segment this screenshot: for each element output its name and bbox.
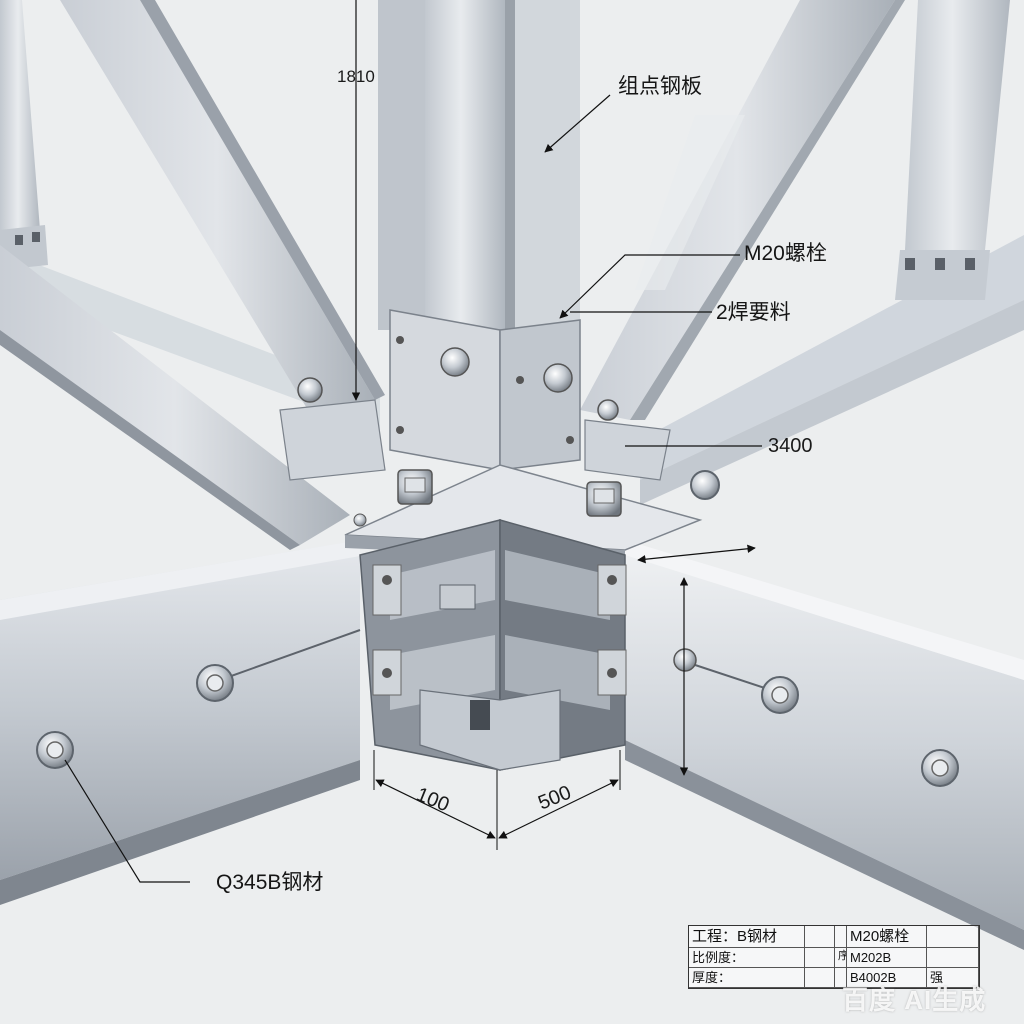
title-block-code: B4002B — [847, 968, 927, 988]
main-beam-right — [625, 470, 1024, 950]
label-bolt: M20螺栓 — [744, 242, 827, 265]
rear-column-left — [0, 0, 48, 270]
title-block-project: 工程：B钢材 — [689, 926, 805, 948]
title-block: 工程：B钢材 M20螺栓 比例度： 序1 M202B 厚度： B4002B 强 — [688, 925, 980, 989]
title-block-seq: 序1 — [835, 948, 847, 968]
central-column — [378, 0, 580, 330]
diagonal-braces — [0, 0, 905, 550]
rear-column-right — [895, 0, 1010, 300]
label-top-plate: 组点钢板 — [618, 75, 702, 98]
dim-right-top: 3400 — [768, 435, 813, 457]
title-block-thickness: 厚度： — [689, 968, 805, 988]
watermark: 百度 AI生成 — [842, 985, 987, 1015]
title-block-bolt: M20螺栓 — [847, 926, 927, 948]
title-block-grade: 强 — [927, 968, 979, 988]
label-material: Q345B钢材 — [216, 871, 324, 894]
label-stiffener: 2焊要料 — [716, 301, 791, 324]
main-beam-left — [0, 540, 361, 905]
callout-lines — [64, 0, 762, 883]
title-block-spec: M202B — [847, 948, 927, 968]
dimension-lines — [373, 544, 756, 850]
dim-vertical-top: 1810 — [337, 67, 375, 86]
connection-node — [279, 309, 703, 771]
bolt-icon — [440, 347, 470, 377]
bolt-icon — [543, 363, 573, 393]
title-block-scale: 比例度： — [689, 948, 805, 968]
